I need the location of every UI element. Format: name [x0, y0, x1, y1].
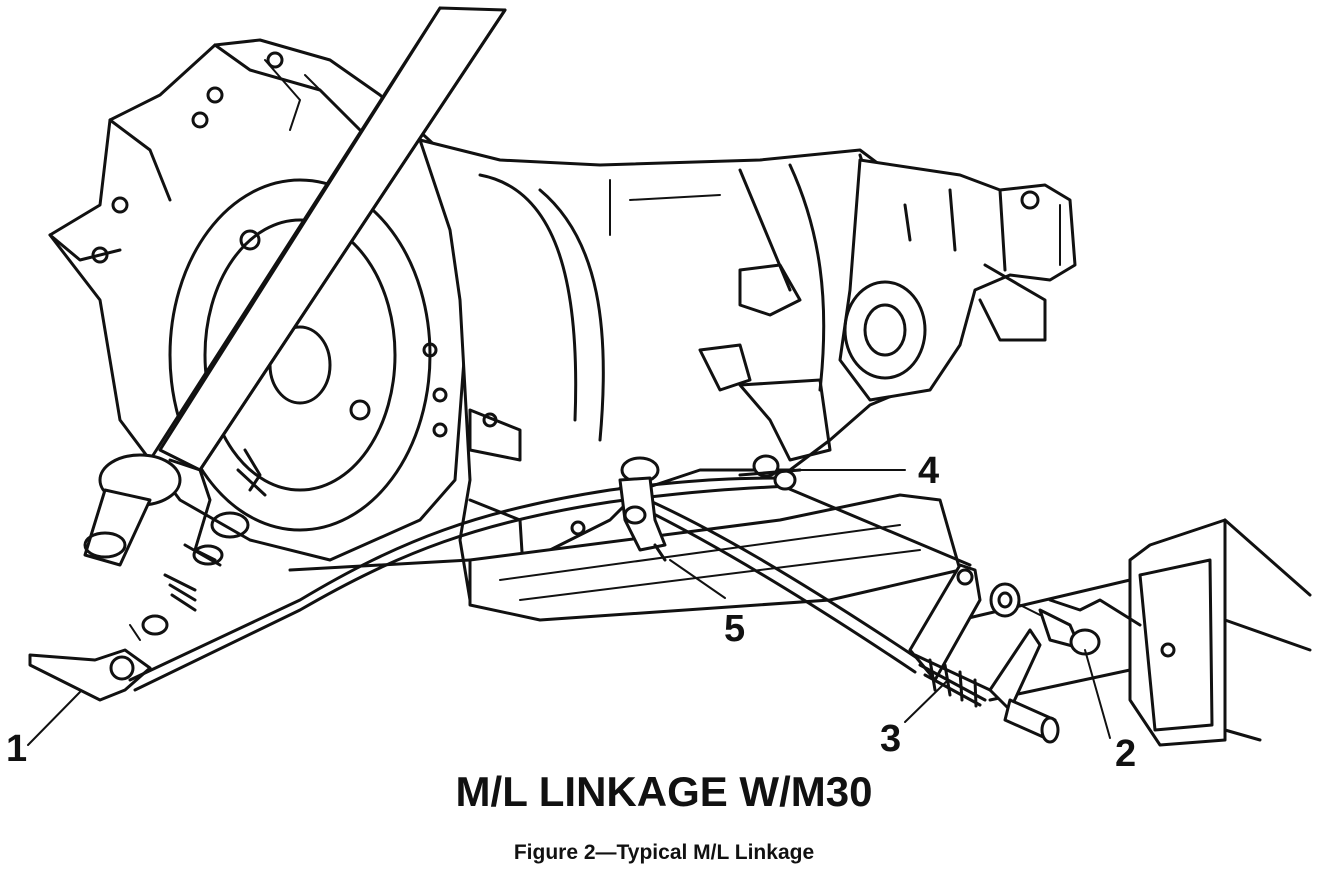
leader-line-2 — [1084, 649, 1111, 739]
figure-caption: Figure 2—Typical M/L Linkage — [513, 841, 815, 864]
callout-2: 2 — [1115, 733, 1137, 775]
crossmember — [958, 518, 1312, 747]
mounting-bracket — [618, 456, 667, 562]
leader-lines — [27, 469, 1111, 746]
leader-line-3 — [904, 679, 949, 723]
tail-housing — [838, 158, 1077, 402]
callout-4: 4 — [918, 450, 940, 492]
callout-1: 1 — [6, 728, 28, 770]
swivel-clip — [738, 454, 802, 491]
shift-lever-hardware — [28, 448, 267, 702]
diagram-title: M/L LINKAGE W/M30 — [455, 768, 873, 815]
callout-5: 5 — [724, 608, 746, 650]
leader-line-5 — [669, 559, 726, 599]
callout-3: 3 — [880, 718, 902, 760]
shift-rod — [128, 476, 792, 692]
nut-and-bolt — [989, 582, 1142, 656]
leader-line-1 — [27, 691, 81, 746]
